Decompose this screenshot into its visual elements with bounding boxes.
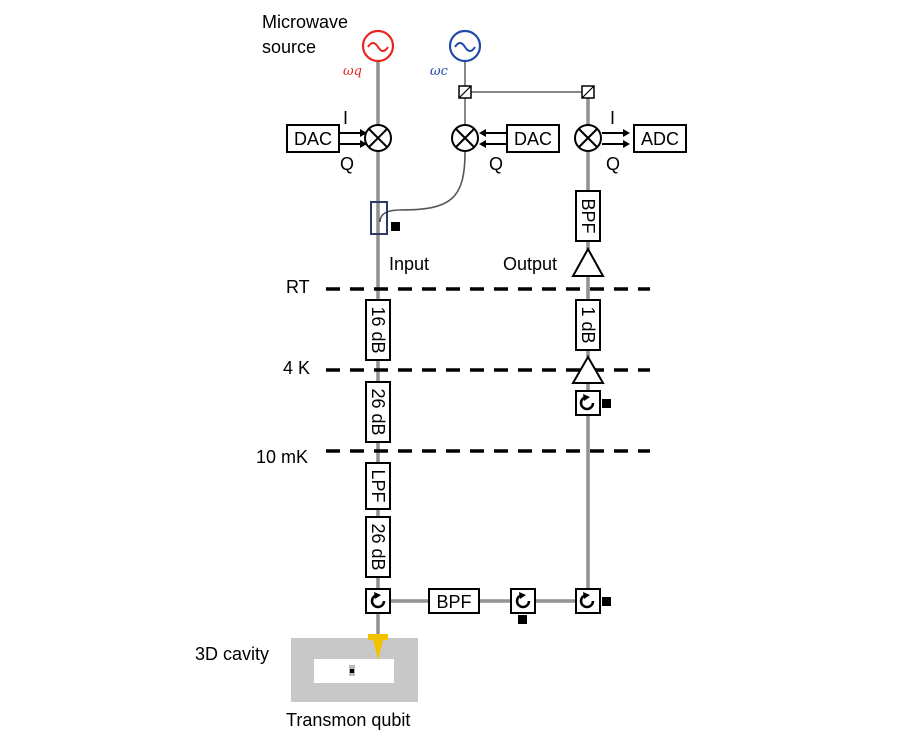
mixer-right-icon	[574, 124, 602, 152]
stage-label-rt: RT	[286, 277, 310, 297]
att-16db-box: 16 dB	[365, 299, 391, 361]
bpf-bottom-box: BPF	[428, 588, 480, 614]
cavity-3d	[291, 638, 418, 702]
stage-label-10mk: 10 mK	[256, 447, 308, 467]
dac-left-label: DAC	[294, 129, 332, 149]
omega-c-label: ωc	[430, 64, 449, 79]
microwave-source-label-1: Microwave	[262, 12, 348, 32]
omega-q-label: ωq	[343, 64, 362, 79]
iq-arrows-left	[339, 129, 367, 148]
input-label: Input	[389, 254, 429, 274]
dac-mid-label: DAC	[514, 129, 552, 149]
isolator-bottom-right-icon	[575, 588, 611, 614]
isolator-4k-icon	[575, 390, 611, 416]
att-26db-a-box: 26 dB	[365, 381, 391, 443]
directional-coupler-icon	[370, 201, 400, 235]
att-26db-a-label: 26 dB	[368, 388, 388, 435]
i-left-label: I	[343, 108, 348, 128]
att-16db-label: 16 dB	[368, 306, 388, 353]
coupler-cable	[379, 151, 466, 223]
amplifier-4k-icon	[571, 354, 605, 384]
att-26db-b-box: 26 dB	[365, 516, 391, 578]
splitter-left-icon	[458, 85, 472, 99]
lpf-label: LPF	[368, 469, 388, 502]
amplifier-rt-icon	[571, 246, 605, 277]
bpf-output-label: BPF	[578, 198, 598, 233]
mixer-left-icon	[364, 124, 392, 152]
qubit-label: Transmon qubit	[286, 710, 410, 730]
mixer-mid-icon	[451, 124, 479, 152]
circulator-icon	[365, 588, 391, 614]
output-label: Output	[503, 254, 557, 274]
att-1db-label: 1 dB	[578, 306, 598, 343]
att-26db-b-label: 26 dB	[368, 523, 388, 570]
bpf-output-box: BPF	[575, 190, 601, 242]
dac-left-box: DAC	[286, 124, 340, 153]
cavity-pin-icon	[368, 634, 388, 660]
q-left-label: Q	[340, 154, 354, 174]
att-1db-box: 1 dB	[575, 299, 601, 351]
splitter-right-icon	[581, 85, 595, 99]
iq-arrows-mid	[479, 129, 507, 148]
lpf-box: LPF	[365, 462, 391, 510]
adc-label: ADC	[641, 129, 679, 149]
q-mid-label: Q	[489, 154, 503, 174]
microwave-source-label-2: source	[262, 37, 316, 57]
isolator-bottom-mid-icon	[510, 588, 536, 624]
dac-mid-box: DAC	[506, 124, 560, 153]
adc-box: ADC	[633, 124, 687, 153]
i-right-label: I	[610, 108, 615, 128]
iq-arrows-right	[602, 129, 630, 148]
cavity-label: 3D cavity	[195, 644, 269, 664]
source-omega-c-icon	[448, 29, 482, 63]
q-right-label: Q	[606, 154, 620, 174]
bpf-bottom-label: BPF	[436, 592, 471, 612]
stage-label-4k: 4 K	[283, 358, 310, 378]
source-omega-q-icon	[361, 29, 395, 63]
